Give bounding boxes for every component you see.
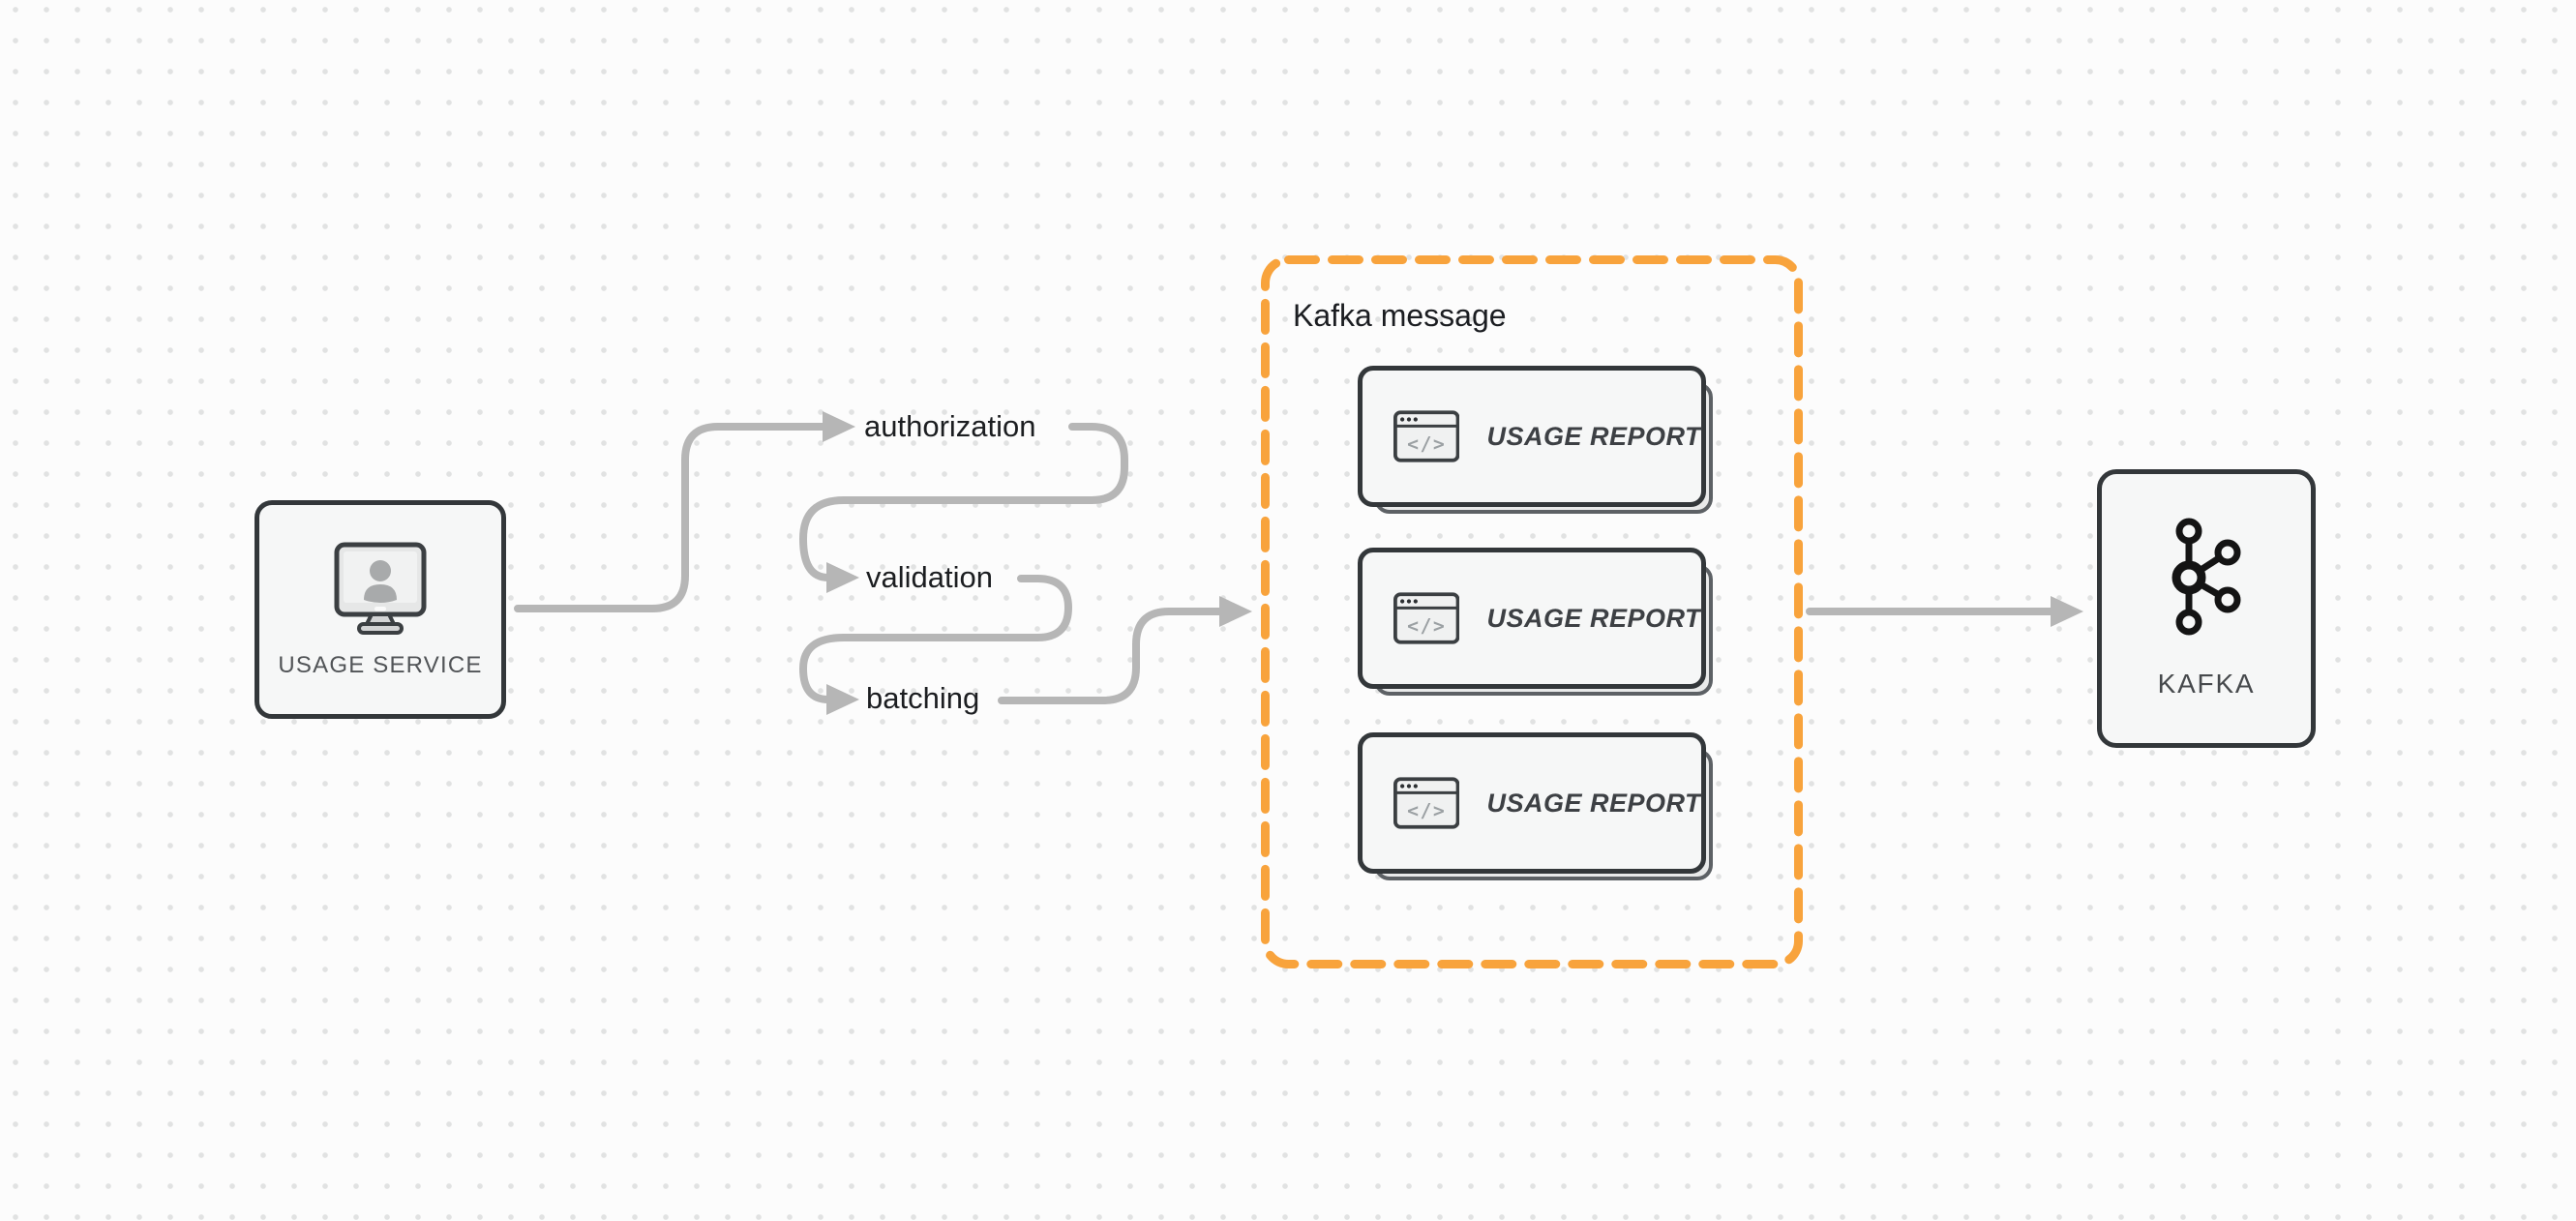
code-window-icon: </> <box>1393 410 1460 462</box>
usage-report-label: USAGE REPORT <box>1486 603 1701 633</box>
usage-service-node: USAGE SERVICE <box>255 500 506 719</box>
usage-report-card: </> USAGE REPORT <box>1358 548 1713 696</box>
flow-step-authorization: authorization <box>864 409 1036 443</box>
usage-report-label: USAGE REPORT <box>1486 788 1701 818</box>
svg-text:</>: </> <box>1407 614 1446 637</box>
kafka-message-group-title: Kafka message <box>1293 298 1507 333</box>
arrow-validation-to-batching <box>798 575 1073 703</box>
kafka-node: KAFKA <box>2097 469 2316 748</box>
flow-step-batching: batching <box>866 681 980 715</box>
arrowhead-validation-icon <box>826 562 859 593</box>
kafka-label: KAFKA <box>2157 669 2256 699</box>
usage-service-label: USAGE SERVICE <box>278 651 483 678</box>
kafka-message-group-border <box>1261 255 1803 968</box>
flow-step-validation: validation <box>866 560 993 594</box>
svg-text:</>: </> <box>1407 799 1446 821</box>
arrowhead-kafka-icon <box>2051 596 2083 627</box>
usage-report-label: USAGE REPORT <box>1486 421 1701 451</box>
arrow-authorization-to-validation <box>798 423 1128 581</box>
usage-report-card: </> USAGE REPORT <box>1358 366 1713 514</box>
arrow-usage-to-authorization <box>514 423 827 612</box>
code-window-icon: </> <box>1393 777 1460 829</box>
arrowhead-authorization-icon <box>823 411 855 442</box>
kafka-logo-icon <box>2172 518 2241 636</box>
usage-report-card: </> USAGE REPORT <box>1358 732 1713 880</box>
monitor-user-icon <box>334 542 427 635</box>
arrowhead-batching-icon <box>826 684 859 715</box>
svg-text:</>: </> <box>1407 432 1446 455</box>
arrowhead-kafka-message-icon <box>1219 596 1252 627</box>
arrow-batching-to-kafka-message <box>998 608 1224 704</box>
code-window-icon: </> <box>1393 592 1460 644</box>
